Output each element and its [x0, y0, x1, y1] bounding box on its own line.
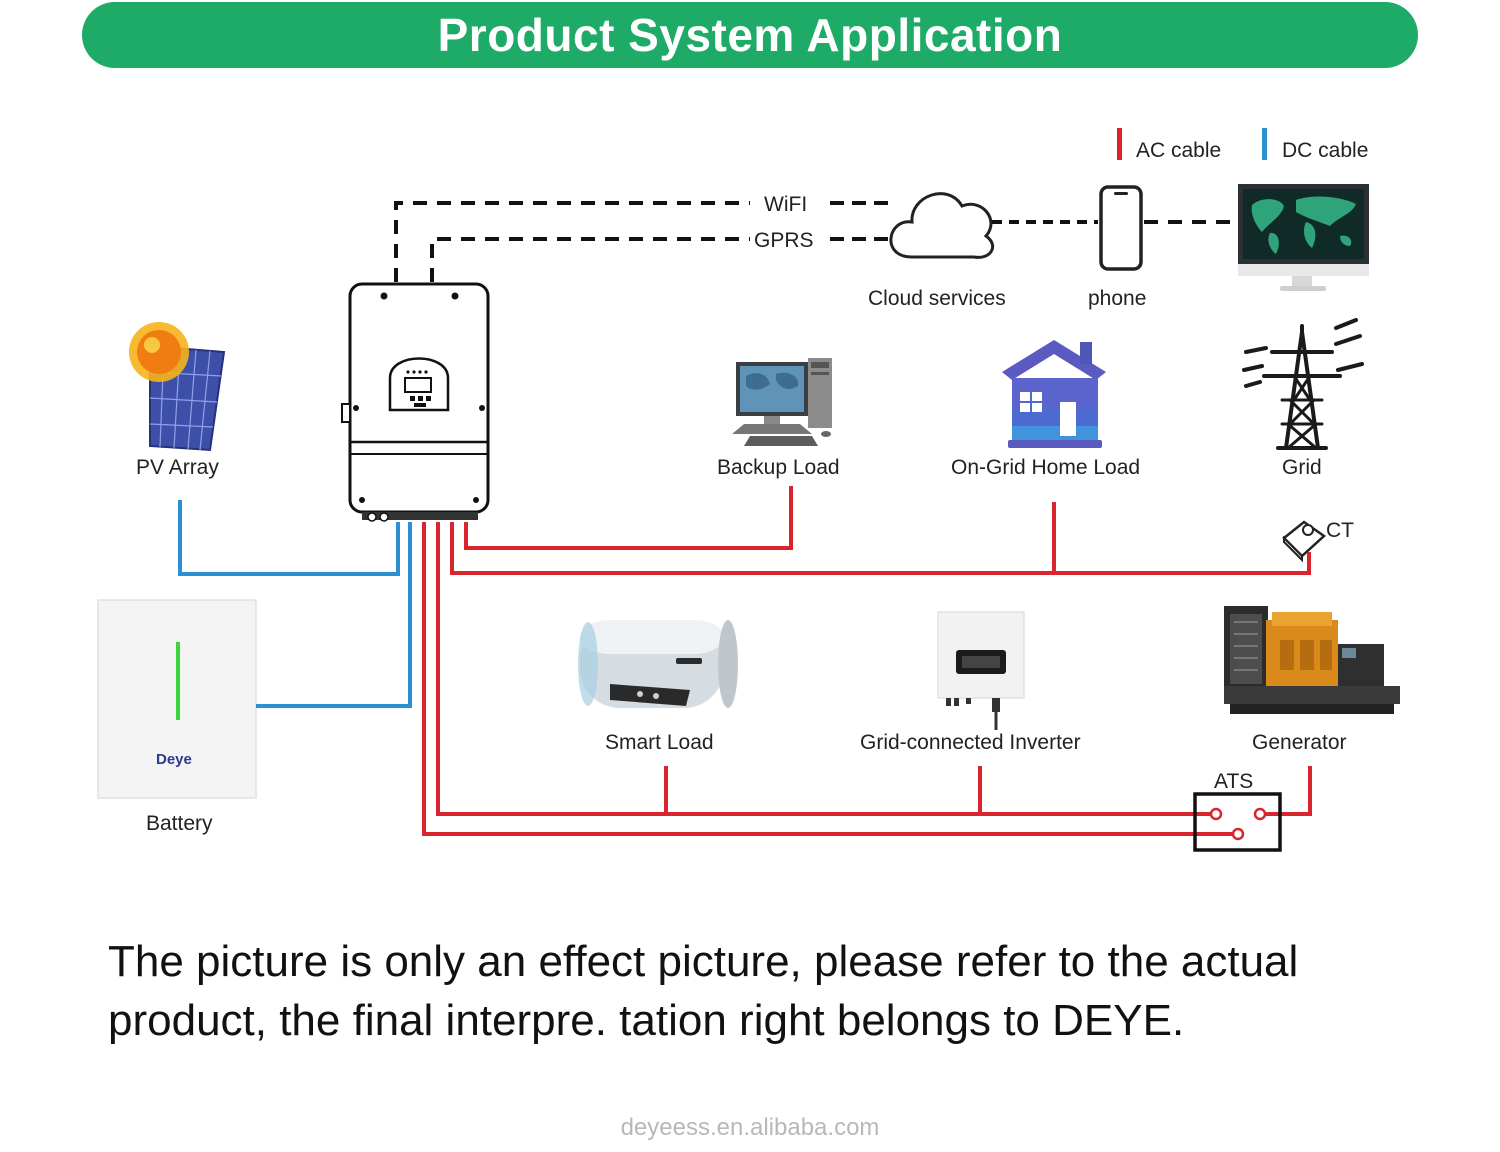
pv-array-label: PV Array [136, 456, 219, 479]
ac-legend-label: AC cable [1136, 139, 1221, 162]
monitor-icon [1238, 184, 1369, 291]
communication-links [394, 201, 1236, 282]
battery-icon [97, 599, 257, 799]
battery-label: Battery [146, 812, 213, 835]
dc-legend-swatch [1262, 128, 1267, 160]
generator-label: Generator [1252, 731, 1347, 754]
pv-dc-cable [178, 500, 400, 576]
backup-load-cable [464, 486, 793, 550]
grid-cable [450, 522, 1311, 575]
smart-load-bus-cable [436, 522, 1216, 816]
cloud-icon [889, 192, 995, 259]
title-banner: Product System Application [82, 2, 1418, 68]
ats-switch [1193, 792, 1282, 852]
dc-legend-label: DC cable [1282, 139, 1368, 162]
grid-label: Grid [1282, 456, 1322, 479]
pv-array-icon [129, 322, 226, 452]
wifi-line [394, 201, 750, 282]
ct-label: CT [1326, 519, 1354, 542]
generator-icon [1224, 606, 1400, 714]
gprs-label: GPRS [754, 229, 814, 252]
grid-connected-inverter-icon [937, 611, 1025, 730]
battery-brand-logo: Deye [156, 751, 192, 768]
dc-cables [178, 500, 412, 708]
backup-load-label: Backup Load [717, 456, 840, 479]
ct-sensor-icon [1282, 520, 1326, 563]
battery-dc-cable [256, 522, 412, 708]
smart-load-label: Smart Load [605, 731, 714, 754]
grid-pylon-icon [1242, 318, 1364, 450]
page-title: Product System Application [437, 9, 1063, 61]
phone-label: phone [1088, 287, 1146, 310]
backup-load-icon [732, 358, 832, 446]
wifi-label: WiFI [764, 193, 807, 216]
ac-cables [422, 486, 1312, 836]
on-grid-home-icon [1002, 340, 1106, 448]
phone-icon [1099, 185, 1143, 271]
ats-label: ATS [1214, 770, 1253, 793]
grid-connected-inverter-label: Grid-connected Inverter [860, 731, 1081, 754]
disclaimer-text: The picture is only an effect picture, p… [108, 937, 1299, 1045]
cloud-label: Cloud services [868, 287, 1006, 310]
smart-load-icon [578, 620, 738, 708]
gprs-line [430, 237, 750, 282]
ac-legend-swatch [1117, 128, 1122, 160]
footer-watermark: deyeess.en.alibaba.com [620, 1114, 880, 1141]
legend: AC cable DC cable [1117, 128, 1368, 162]
generator-bus-cable [422, 522, 1238, 836]
on-grid-home-label: On-Grid Home Load [951, 456, 1140, 479]
hybrid-inverter [341, 282, 490, 522]
generator-cable [1260, 766, 1312, 816]
